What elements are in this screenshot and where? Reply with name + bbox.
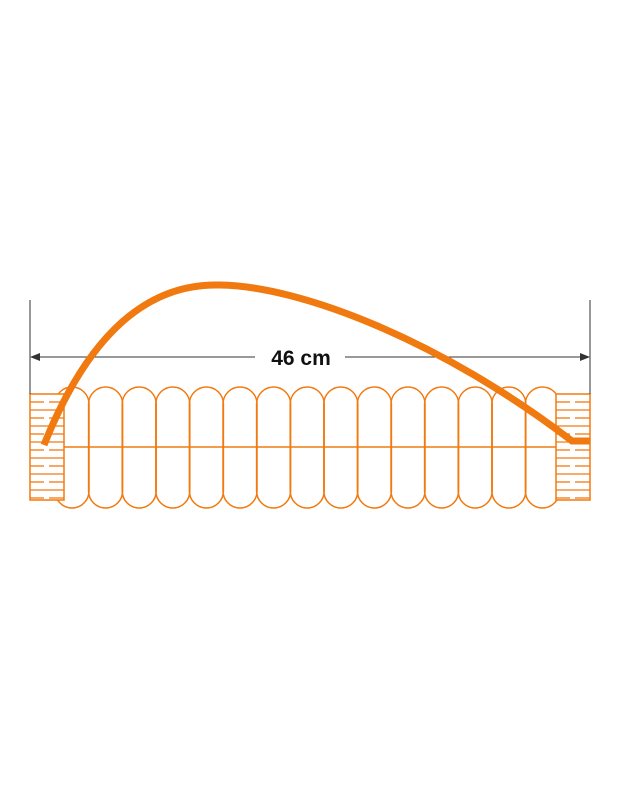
arrow-left-icon	[30, 353, 40, 361]
arrow-right-icon	[580, 353, 590, 361]
dimension-label: 46 cm	[271, 347, 331, 370]
right-end-cap	[555, 393, 591, 501]
cord-stretched	[40, 281, 590, 447]
